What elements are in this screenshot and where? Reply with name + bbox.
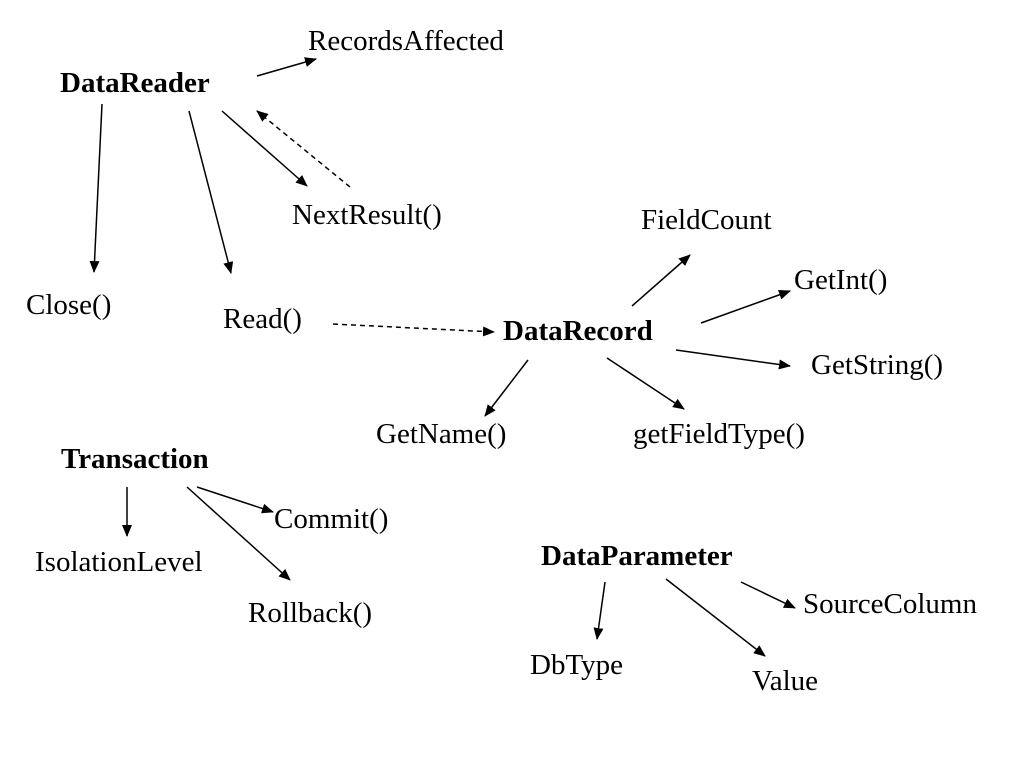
- transaction-title: Transaction: [61, 443, 209, 475]
- edge-datareader-recordsaffected: [256, 57, 317, 77]
- edge-nextresult-datareader: [256, 110, 351, 188]
- read-label: Read(): [223, 303, 302, 335]
- edge-transaction-rollback: [186, 486, 291, 581]
- edge-datareader-read: [188, 110, 234, 274]
- edge-datareader-nextresult: [221, 110, 308, 187]
- recordsaffected-label: RecordsAffected: [308, 25, 504, 57]
- sourcecolumn-label: SourceColumn: [803, 588, 977, 620]
- edge-dataparameter-value: [665, 578, 766, 657]
- edge-datarecord-getname: [484, 359, 529, 417]
- edge-dataparameter-sourcecolumn: [740, 581, 796, 609]
- isolationlevel-label: IsolationLevel: [35, 546, 203, 578]
- getstring-label: GetString(): [811, 349, 944, 381]
- edge-datarecord-getfieldtype: [606, 357, 685, 410]
- commit-label: Commit(): [274, 503, 389, 535]
- value-label: Value: [752, 665, 819, 697]
- getname-label: GetName(): [376, 418, 507, 450]
- edge-datarecord-getstring: [675, 349, 791, 370]
- close-label: Close(): [26, 289, 112, 321]
- edge-transaction-commit: [196, 486, 274, 514]
- nextresult-label: NextResult(): [292, 199, 442, 231]
- edge-read-datarecord: [332, 323, 495, 337]
- edge-datarecord-getint: [700, 290, 791, 324]
- getint-label: GetInt(): [794, 264, 888, 296]
- dbtype-label: DbType: [530, 649, 624, 681]
- edge-dataparameter-dbtype: [593, 581, 606, 640]
- getfieldtype-label: getFieldType(): [633, 418, 805, 450]
- datareader-title: DataReader: [60, 67, 210, 99]
- rollback-label: Rollback(): [248, 597, 373, 629]
- dataparameter-title: DataParameter: [541, 540, 733, 572]
- fieldcount-label: FieldCount: [641, 204, 772, 236]
- edge-datareader-close: [89, 103, 103, 273]
- edge-datarecord-fieldcount: [631, 254, 691, 307]
- datarecord-title: DataRecord: [503, 315, 653, 347]
